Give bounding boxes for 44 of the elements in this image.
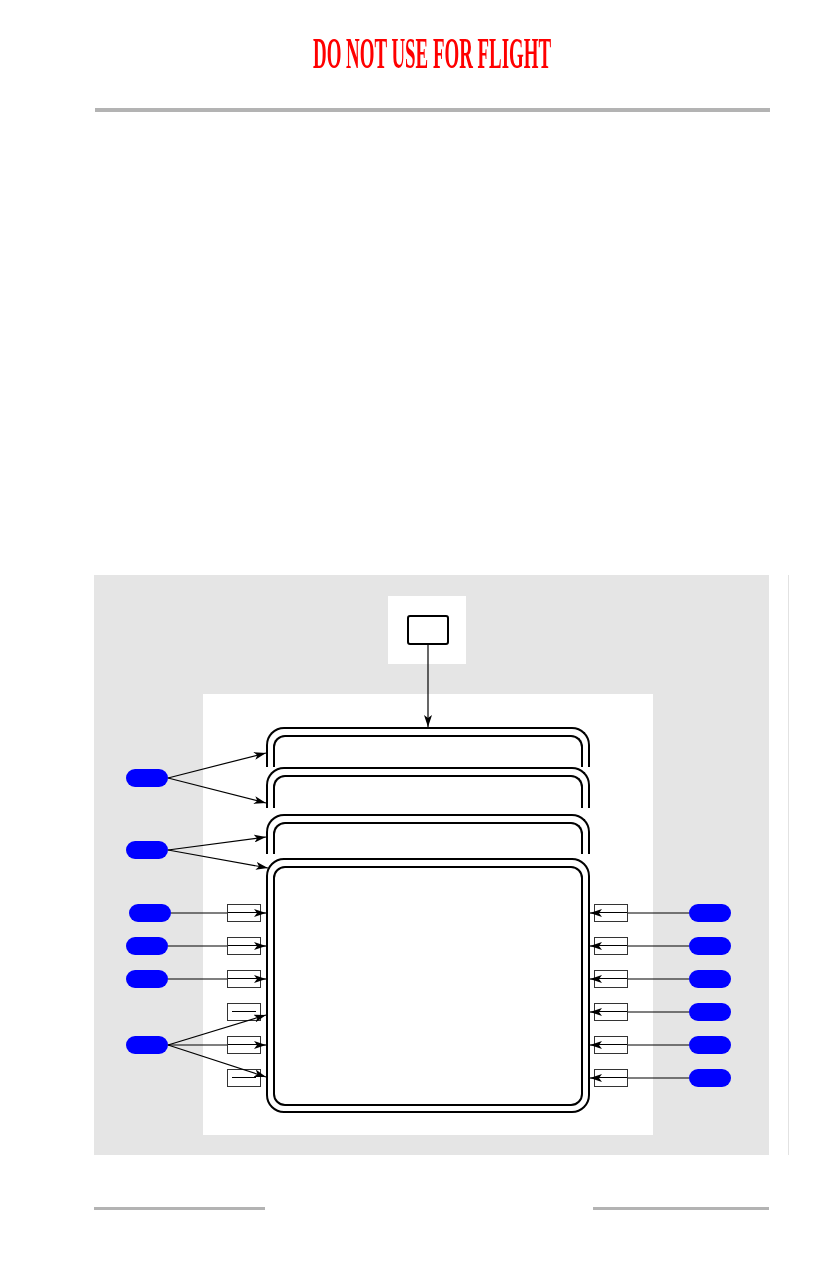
arrow bbox=[167, 849, 269, 870]
arrow bbox=[589, 909, 602, 917]
side-key bbox=[594, 1036, 628, 1054]
arrow bbox=[589, 975, 602, 983]
connector-line bbox=[170, 912, 228, 914]
connector-line bbox=[627, 945, 690, 947]
arrow bbox=[589, 1008, 602, 1016]
connector-line bbox=[627, 978, 690, 980]
arrow bbox=[167, 1044, 267, 1078]
connector-line bbox=[627, 1011, 690, 1013]
side-key bbox=[227, 1036, 261, 1054]
connector-line bbox=[167, 1044, 228, 1046]
arrow bbox=[167, 834, 267, 851]
connector-line bbox=[627, 912, 690, 914]
arrow bbox=[254, 975, 267, 983]
side-key bbox=[594, 1069, 628, 1087]
arrow bbox=[589, 942, 602, 950]
connector-line bbox=[627, 1077, 690, 1079]
arrow bbox=[424, 644, 432, 728]
connector-line bbox=[627, 1044, 690, 1046]
connector-line bbox=[167, 945, 228, 947]
arrow bbox=[589, 1074, 602, 1082]
side-key bbox=[594, 904, 628, 922]
side-key bbox=[227, 1069, 261, 1087]
side-key bbox=[594, 1003, 628, 1021]
selector-key bbox=[407, 615, 449, 645]
display-page bbox=[266, 727, 590, 767]
side-key bbox=[227, 1003, 261, 1021]
warning-heading: DO NOT USE FOR FLIGHT bbox=[313, 32, 552, 76]
side-key bbox=[594, 970, 628, 988]
display-page bbox=[266, 767, 590, 808]
arrow bbox=[254, 1041, 267, 1049]
arrow bbox=[254, 942, 267, 950]
connector-line bbox=[167, 978, 228, 980]
arrow bbox=[167, 777, 267, 804]
side-key bbox=[594, 937, 628, 955]
arrow bbox=[167, 752, 267, 779]
side-key bbox=[227, 904, 261, 922]
display-page bbox=[266, 858, 590, 1113]
side-key bbox=[227, 937, 261, 955]
side-key bbox=[227, 970, 261, 988]
arrow bbox=[254, 909, 267, 917]
arrow bbox=[589, 1041, 602, 1049]
display-page bbox=[266, 814, 590, 854]
